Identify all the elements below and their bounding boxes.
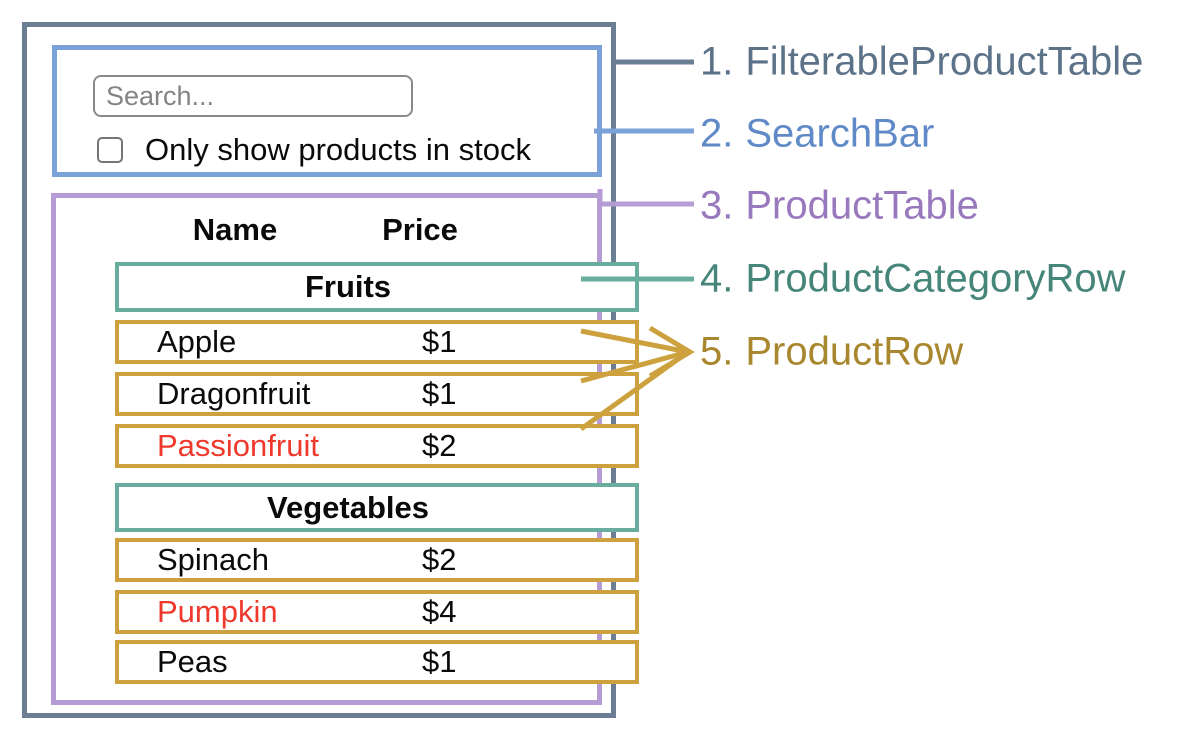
product-row-peas: Peas $1 <box>115 640 639 684</box>
product-name-out-of-stock: Passionfruit <box>157 428 319 463</box>
legend-number: 4. <box>700 256 734 301</box>
in-stock-checkbox-label: Only show products in stock <box>145 132 531 167</box>
legend-number: 1. <box>700 39 734 84</box>
product-row-dragonfruit: Dragonfruit $1 <box>115 372 639 416</box>
product-row-spinach: Spinach $2 <box>115 538 639 582</box>
legend-filterable-product-table: 1.FilterableProductTable <box>700 40 1143 85</box>
category-label: Fruits <box>304 269 392 304</box>
legend-label: ProductCategoryRow <box>745 256 1126 301</box>
category-row-vegetables: Vegetables <box>115 483 639 532</box>
product-name: Dragonfruit <box>157 376 311 411</box>
legend-product-category-row: 4.ProductCategoryRow <box>700 257 1126 302</box>
product-row-pumpkin: Pumpkin $4 <box>115 590 639 634</box>
legend-product-table: 3.ProductTable <box>700 184 979 229</box>
legend-product-row: 5.ProductRow <box>700 330 963 375</box>
product-name: Spinach <box>157 542 270 577</box>
product-price: $1 <box>422 644 457 679</box>
product-row-passionfruit: Passionfruit $2 <box>115 424 639 468</box>
category-label: Vegetables <box>267 489 429 525</box>
product-price: $1 <box>422 376 457 411</box>
legend-search-bar: 2.SearchBar <box>700 112 934 157</box>
product-row-apple: Apple $1 <box>115 320 639 364</box>
legend-number: 3. <box>700 183 734 228</box>
product-price: $2 <box>422 428 457 463</box>
column-header-price: Price <box>382 212 458 247</box>
product-table-box: Name Price Fruits Apple $1 Dragonfruit $… <box>51 193 639 705</box>
product-price: $2 <box>422 542 457 577</box>
product-price: $1 <box>422 324 457 359</box>
in-stock-checkbox[interactable] <box>97 137 123 163</box>
product-price: $4 <box>422 594 457 629</box>
legend-label: SearchBar <box>745 111 935 156</box>
legend-label: ProductTable <box>745 183 979 228</box>
legend-label: ProductRow <box>745 329 964 374</box>
product-name: Peas <box>157 644 228 679</box>
filterable-product-table-box: Only show products in stock Name Price F… <box>22 22 639 718</box>
legend-number: 5. <box>700 329 734 374</box>
arrowhead-product-row <box>648 325 695 379</box>
legend-number: 2. <box>700 111 734 156</box>
category-row-fruits: Fruits <box>115 262 639 312</box>
legend-label: FilterableProductTable <box>745 39 1144 84</box>
product-name: Apple <box>157 324 237 359</box>
product-name-out-of-stock: Pumpkin <box>157 594 278 629</box>
column-header-name: Name <box>192 212 278 247</box>
search-input[interactable] <box>93 75 413 117</box>
